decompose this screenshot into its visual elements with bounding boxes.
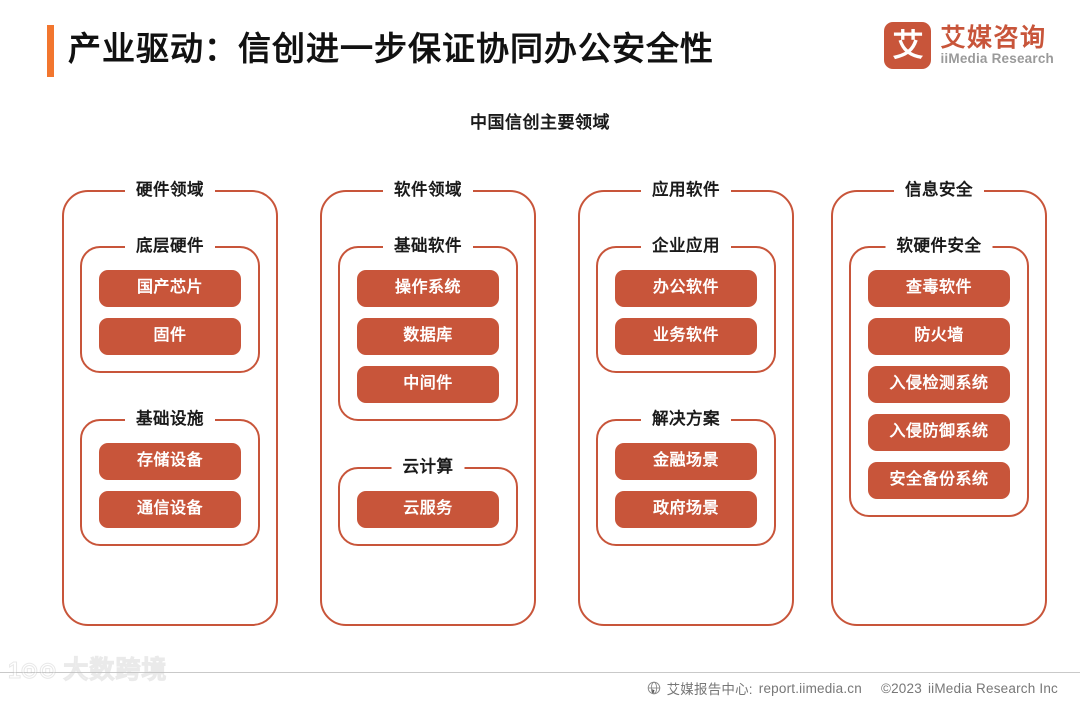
group-items: 云服务 (340, 491, 516, 528)
group-box: 企业应用 办公软件 业务软件 (596, 235, 776, 373)
logo-text: 艾媒咨询 iiMedia Research (940, 25, 1054, 66)
item-pill[interactable]: 操作系统 (357, 270, 499, 307)
column-outer-box: 硬件领域 (62, 179, 278, 626)
page-header: 产业驱动：信创进一步保证协同办公安全性 艾 艾媒咨询 iiMedia Resea… (0, 0, 1080, 96)
group-items: 金融场景 政府场景 (598, 443, 774, 528)
item-pill[interactable]: 固件 (99, 318, 241, 355)
footer-report-center: 艾媒报告中心: (666, 682, 753, 697)
column-outer-box: 信息安全 (831, 179, 1047, 626)
item-pill[interactable]: 云服务 (357, 491, 499, 528)
page-title: 产业驱动：信创进一步保证协同办公安全性 (68, 30, 714, 67)
group-box: 基础设施 存储设备 通信设备 (80, 408, 260, 546)
footer-copyright: ©2023 (880, 680, 922, 696)
item-pill[interactable]: 数据库 (357, 318, 499, 355)
group-title: 软硬件安全 (885, 235, 993, 258)
item-pill[interactable]: 入侵防御系统 (868, 414, 1010, 451)
item-pill[interactable]: 存储设备 (99, 443, 241, 480)
brand-logo: 艾 艾媒咨询 iiMedia Research (884, 22, 1054, 69)
group-box: 底层硬件 国产芯片 固件 (80, 235, 260, 373)
group-items: 查毒软件 防火墙 入侵检测系统 入侵防御系统 安全备份系统 (851, 270, 1027, 499)
footer-url[interactable]: report.iimedia.cn (758, 680, 862, 696)
column-title: 信息安全 (894, 179, 984, 202)
diagram-column-application: 应用软件 企业应用 办公软件 业务软件 解决方案 金融场景 政府场景 (578, 179, 794, 626)
group-items: 存储设备 通信设备 (82, 443, 258, 528)
globe-icon (647, 681, 661, 695)
group-box: 云计算 云服务 (338, 456, 518, 546)
item-pill[interactable]: 国产芯片 (99, 270, 241, 307)
column-groups: 企业应用 办公软件 业务软件 解决方案 金融场景 政府场景 (596, 235, 776, 546)
group-box: 基础软件 操作系统 数据库 中间件 (338, 235, 518, 421)
item-pill[interactable]: 查毒软件 (868, 270, 1010, 307)
group-box: 软硬件安全 查毒软件 防火墙 入侵检测系统 入侵防御系统 安全备份系统 (849, 235, 1029, 517)
column-title: 硬件领域 (125, 179, 215, 202)
group-title: 解决方案 (641, 408, 731, 431)
logo-name-en: iiMedia Research (940, 51, 1054, 67)
item-pill[interactable]: 金融场景 (615, 443, 757, 480)
column-groups: 软硬件安全 查毒软件 防火墙 入侵检测系统 入侵防御系统 安全备份系统 (849, 235, 1029, 517)
group-title: 基础设施 (125, 408, 215, 431)
column-title: 软件领域 (383, 179, 473, 202)
column-title: 应用软件 (641, 179, 731, 202)
title-accent-bar (47, 25, 54, 77)
group-items: 操作系统 数据库 中间件 (340, 270, 516, 403)
diagram-column-security: 信息安全 软硬件安全 查毒软件 防火墙 入侵检测系统 入侵防御系统 安全备份系统 (831, 179, 1047, 626)
footer-company: iiMedia Research Inc (927, 680, 1058, 696)
watermark: 1⊙⊙ 大数跨境 (7, 656, 168, 684)
group-title: 基础软件 (383, 235, 473, 258)
footer: 艾媒报告中心: report.iimedia.cn ©2023 iiMedia … (647, 678, 1058, 698)
item-pill[interactable]: 安全备份系统 (868, 462, 1010, 499)
logo-mark-icon: 艾 (884, 22, 932, 69)
column-groups: 基础软件 操作系统 数据库 中间件 云计算 云服务 (338, 235, 518, 546)
group-box: 解决方案 金融场景 政府场景 (596, 408, 776, 546)
column-outer-box: 软件领域 (320, 179, 536, 626)
footer-divider (0, 672, 1080, 673)
logo-name-cn: 艾媒咨询 (940, 23, 1047, 52)
watermark-logo-icon: 1⊙⊙ (7, 657, 57, 683)
group-items: 国产芯片 固件 (82, 270, 258, 355)
group-title: 企业应用 (641, 235, 731, 258)
diagram-canvas: 硬件领域 底层硬件 国产芯片 固件 基础设施 存储设备 通信设备 软件领域 (0, 179, 1080, 635)
item-pill[interactable]: 业务软件 (615, 318, 757, 355)
item-pill[interactable]: 办公软件 (615, 270, 757, 307)
chart-subtitle: 中国信创主要领域 (470, 113, 610, 132)
column-groups: 底层硬件 国产芯片 固件 基础设施 存储设备 通信设备 (80, 235, 260, 546)
group-title: 云计算 (391, 456, 465, 479)
column-outer-box: 应用软件 (578, 179, 794, 626)
item-pill[interactable]: 政府场景 (615, 491, 757, 528)
item-pill[interactable]: 中间件 (357, 366, 499, 403)
diagram-column-hardware: 硬件领域 底层硬件 国产芯片 固件 基础设施 存储设备 通信设备 (62, 179, 278, 626)
item-pill[interactable]: 通信设备 (99, 491, 241, 528)
item-pill[interactable]: 防火墙 (868, 318, 1010, 355)
diagram-column-software: 软件领域 基础软件 操作系统 数据库 中间件 云计算 云服务 (320, 179, 536, 626)
item-pill[interactable]: 入侵检测系统 (868, 366, 1010, 403)
group-items: 办公软件 业务软件 (598, 270, 774, 355)
group-title: 底层硬件 (125, 235, 215, 258)
watermark-text: 大数跨境 (63, 656, 168, 684)
